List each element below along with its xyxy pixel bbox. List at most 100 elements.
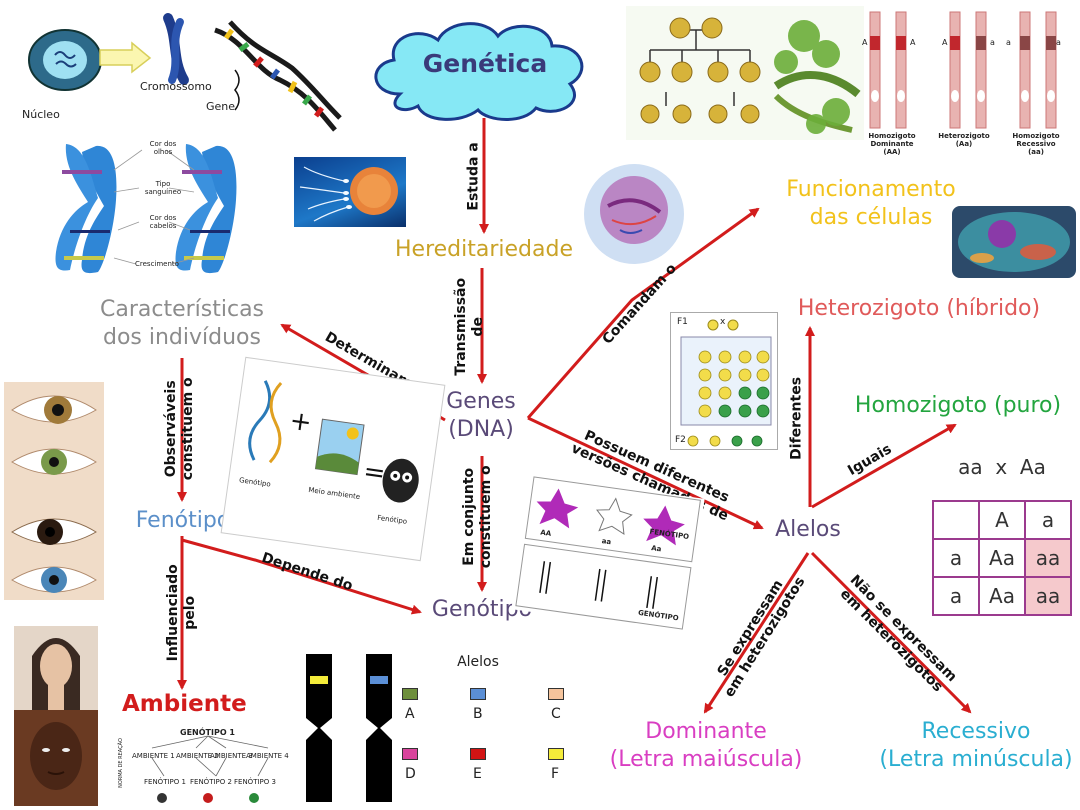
recessivo-label-line1: Homozigoto <box>1012 132 1060 140</box>
trait-tipo-line2: sanguíneo <box>144 188 182 196</box>
alelos-node[interactable]: Alelos <box>775 517 841 542</box>
punnett-row: a Aa aa <box>932 576 1072 616</box>
flower-figure: AA aa Aa FENÓTIPO GENÓTIPO <box>511 474 705 634</box>
genes-line2: (DNA) <box>448 416 514 442</box>
plus-sign: + <box>287 405 314 439</box>
ambiente-node[interactable]: Ambiente <box>122 691 247 717</box>
trait-tipo-sanguineo: Tipo sanguíneo <box>138 180 188 196</box>
reaction-ambiente-4: AMBIENTE 4 <box>246 752 289 760</box>
dominante-label-line3: (AA) <box>883 148 901 156</box>
allele-label-b: B <box>473 706 483 722</box>
pea-f2-label: F2 <box>675 435 686 445</box>
allele-swatch-a <box>402 688 418 700</box>
flower-aa-right: Aa <box>650 544 662 554</box>
trait-tipo-line1: Tipo <box>155 180 171 188</box>
reaction-side-label: NORMA DE REAÇÃO <box>117 738 124 788</box>
trait-crescimento: Crescimento <box>135 260 179 268</box>
zygote-a-4: a <box>990 38 995 47</box>
funcionamento-node[interactable]: Funcionamento das células <box>772 176 970 231</box>
cell-3d-photo <box>952 206 1076 278</box>
homozigoto-node[interactable]: Homozigoto (puro) <box>854 393 1062 418</box>
allele-label-a: A <box>405 706 415 722</box>
pea-cross-figure: F1 x F2 <box>670 312 778 450</box>
reaction-ambiente-3: AMBIENTE 3 <box>210 752 253 760</box>
zygote-a-6: a <box>1056 38 1061 47</box>
link-observaveis-line1: Observáveis <box>163 380 180 478</box>
genotype-environment-drawing <box>248 380 419 503</box>
flower-drawing <box>515 476 701 630</box>
arrow-fenotipo-genotipo <box>181 538 422 615</box>
punnett-row-label: a <box>932 538 980 578</box>
zygote-bars-figure <box>869 11 1057 129</box>
link-influenciado-line2: pelo <box>182 595 198 630</box>
zygote-a-2: A <box>910 38 916 47</box>
trait-cor-cabelos: Cor dos cabelos <box>140 214 186 230</box>
nucleo-label: Núcleo <box>22 108 60 121</box>
link-transmissao-line2: de <box>470 317 486 337</box>
link-transmissao: Transmissão de <box>453 277 487 377</box>
dominante-label-line2: Dominante <box>870 140 914 148</box>
allele-swatch-c <box>548 688 564 700</box>
dominante-label-line1: Homozigoto <box>868 132 916 140</box>
equals-sign: = <box>361 456 388 490</box>
punnett-cell: Aa <box>978 576 1026 616</box>
flower-aa-left: AA <box>539 528 552 538</box>
genetica-node[interactable]: Genética <box>422 49 548 78</box>
punnett-cell: Aa <box>978 538 1026 578</box>
trait-cabelos-line1: Cor dos <box>149 214 177 222</box>
allele-swatch-b <box>470 688 486 700</box>
recessivo-line1: Recessivo <box>921 719 1031 744</box>
zygote-a-3: A <box>942 38 948 47</box>
arrow-alelos-homozigoto <box>811 423 957 509</box>
trait-cabelos-line2: cabelos <box>149 222 177 230</box>
allele-label-d: D <box>405 766 416 782</box>
reaction-fenotipo-1: FENÓTIPO 1 <box>144 778 186 786</box>
link-estuda-a: Estuda a <box>465 142 482 211</box>
dominante-node[interactable]: Dominante (Letra maiúscula) <box>606 718 806 773</box>
punnett-corner <box>932 500 980 540</box>
fenotipo-node[interactable]: Fenótipo <box>135 508 231 533</box>
reaction-ambiente-1: AMBIENTE 1 <box>132 752 175 760</box>
link-observaveis-line2: constituem o <box>180 377 196 481</box>
reaction-fenotipo-3: FENÓTIPO 3 <box>234 778 276 786</box>
trait-cor-olhos-line1: Cor dos <box>149 140 177 148</box>
chromosome-traits-figure <box>55 144 237 274</box>
zygote-label-heterozigoto: Heterozigoto (Aa) <box>934 132 994 148</box>
caracteristicas-node[interactable]: Características dos indivíduos <box>92 296 272 351</box>
link-influenciado: Influenciado pelo <box>165 563 199 663</box>
reaction-norm-figure <box>151 735 269 803</box>
link-em-conjunto-line1: Em conjunto <box>461 467 478 566</box>
punnett-row-label: a <box>932 576 980 616</box>
genetica-cloud <box>374 22 584 121</box>
punnett-row: a Aa aa <box>932 538 1072 578</box>
punnett-header-cell: a <box>1024 500 1072 540</box>
hereditariedade-node[interactable]: Hereditariedade <box>395 237 573 262</box>
genes-node[interactable]: Genes (DNA) <box>436 388 526 443</box>
recessivo-line2: (Letra minúscula) <box>879 746 1073 772</box>
punnett-cross: aa x Aa <box>958 455 1046 479</box>
caracteristicas-line1: Características <box>99 297 265 322</box>
recessivo-label-line2: Recessivo <box>1016 140 1056 148</box>
cromossomo-label: Cromossomo <box>140 80 212 93</box>
nucleus-photo <box>584 164 684 264</box>
zygote-a-1: A <box>862 38 868 47</box>
punnett-square: A a a Aa aa a Aa aa <box>932 500 1072 616</box>
recessivo-node[interactable]: Recessivo (Letra minúscula) <box>876 718 1076 773</box>
reaction-fenotipo-2: FENÓTIPO 2 <box>190 778 232 786</box>
allele-label-c: C <box>551 706 561 722</box>
dominante-line2: (Letra maiúscula) <box>609 746 803 772</box>
gene-label: Gene <box>206 100 236 113</box>
cell-dna-figure <box>28 13 342 132</box>
heterozigoto-node[interactable]: Heterozigoto (híbrido) <box>797 296 1041 321</box>
funcionamento-line2: das células <box>809 204 933 230</box>
trait-cor-olhos: Cor dos olhos <box>140 140 186 156</box>
zygote-label-recessivo: Homozigoto Recessivo (aa) <box>1006 132 1066 156</box>
arrow-alelos-recessivo <box>810 551 972 714</box>
arrow-genes-alelos <box>527 416 764 530</box>
reaction-ambiente-2: AMBIENTE 2 <box>176 752 219 760</box>
link-transmissao-line1: Transmissão <box>453 277 470 376</box>
zygote-a-5: a <box>1006 38 1011 47</box>
pea-x-label: x <box>720 317 726 327</box>
trait-cor-olhos-line2: olhos <box>153 148 173 156</box>
face-2-drawing <box>30 722 82 790</box>
